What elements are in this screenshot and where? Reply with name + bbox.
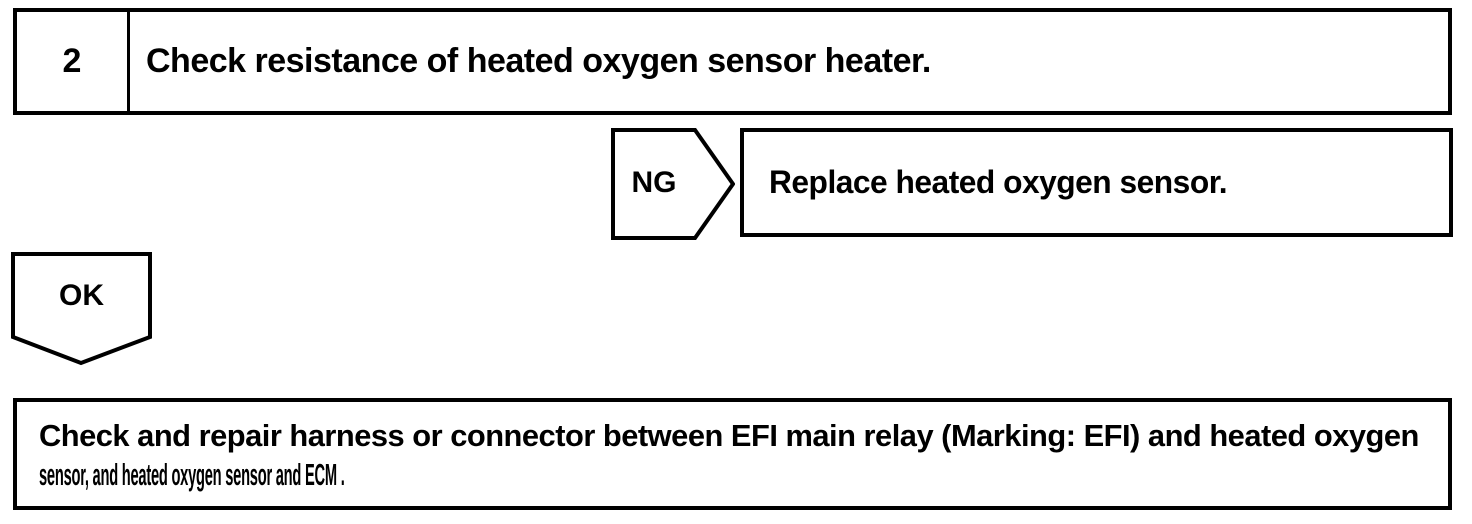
ok-arrow-icon <box>11 252 152 366</box>
step-number: 2 <box>17 12 130 111</box>
ng-action-box: Replace heated oxygen sensor. <box>740 128 1453 237</box>
result-text-line-2: sensor, and heated oxygen sensor and ECM… <box>39 457 345 492</box>
ng-connector-label: NG <box>631 166 677 199</box>
result-text-line-1: Check and repair harness or connector be… <box>39 418 1419 453</box>
result-box: Check and repair harness or connector be… <box>13 398 1452 510</box>
step-title: Check resistance of heated oxygen sensor… <box>146 42 931 80</box>
step-title-cell: Check resistance of heated oxygen sensor… <box>130 12 1448 111</box>
step-box: 2 Check resistance of heated oxygen sens… <box>13 8 1452 115</box>
ok-connector-label-wrap: OK <box>13 254 150 338</box>
ok-connector-label: OK <box>59 279 104 312</box>
step-number-text: 2 <box>62 42 82 80</box>
ng-arrow-icon <box>611 128 735 240</box>
ng-connector-label-wrap: NG <box>613 130 695 236</box>
ng-action-text: Replace heated oxygen sensor. <box>769 164 1228 200</box>
